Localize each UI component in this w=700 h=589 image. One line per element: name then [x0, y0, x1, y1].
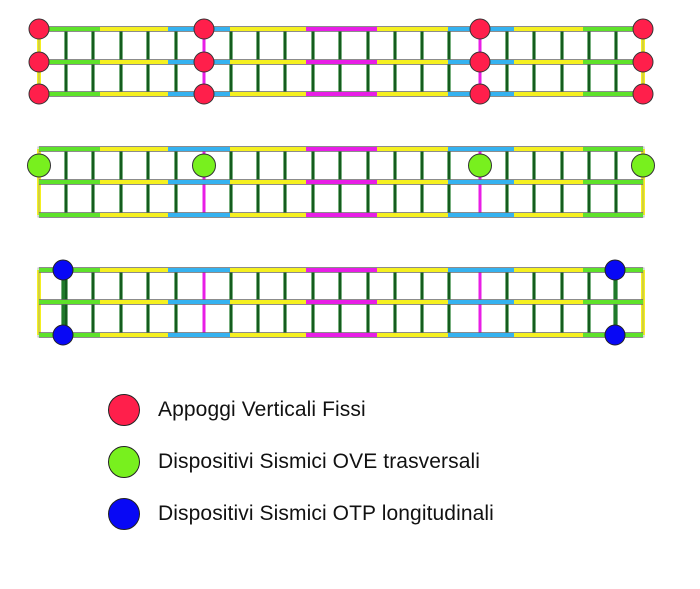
fixed-support-marker [193, 83, 215, 105]
green-circle-icon [108, 446, 140, 478]
fixed-support-marker [469, 83, 491, 105]
legend-label: Dispositivi Sismici OTP longitudinali [158, 502, 494, 525]
fixed-support-marker [193, 51, 215, 73]
legend-label: Dispositivi Sismici OVE trasversali [158, 450, 481, 473]
ove-transverse-marker [631, 153, 655, 178]
legend-label: Appoggi Verticali Fissi [158, 398, 366, 421]
otp-longitudinal-marker [604, 259, 626, 281]
fixed-support-marker [632, 83, 654, 105]
red-circle-icon [108, 394, 140, 426]
legend-item-otp-longitudinal: Dispositivi Sismici OTP longitudinali [108, 494, 494, 534]
ove-transverse-marker [192, 153, 216, 178]
fixed-support-marker [28, 83, 50, 105]
otp-longitudinal-marker [52, 324, 74, 346]
fixed-support-marker [28, 51, 50, 73]
ove-transverse-marker [27, 153, 51, 178]
fixed-support-marker [469, 51, 491, 73]
fixed-support-marker [632, 18, 654, 40]
ove-transverse-marker [468, 153, 492, 178]
fixed-support-marker [632, 51, 654, 73]
fixed-support-marker [193, 18, 215, 40]
fixed-support-marker [28, 18, 50, 40]
legend-item-fixed-supports: Appoggi Verticali Fissi [108, 390, 366, 430]
blue-circle-icon [108, 498, 140, 530]
otp-longitudinal-marker [604, 324, 626, 346]
bridge-deck-plans [27, 18, 655, 346]
fixed-support-marker [469, 18, 491, 40]
legend-item-ove-transverse: Dispositivi Sismici OVE trasversali [108, 442, 480, 482]
otp-longitudinal-marker [52, 259, 74, 281]
